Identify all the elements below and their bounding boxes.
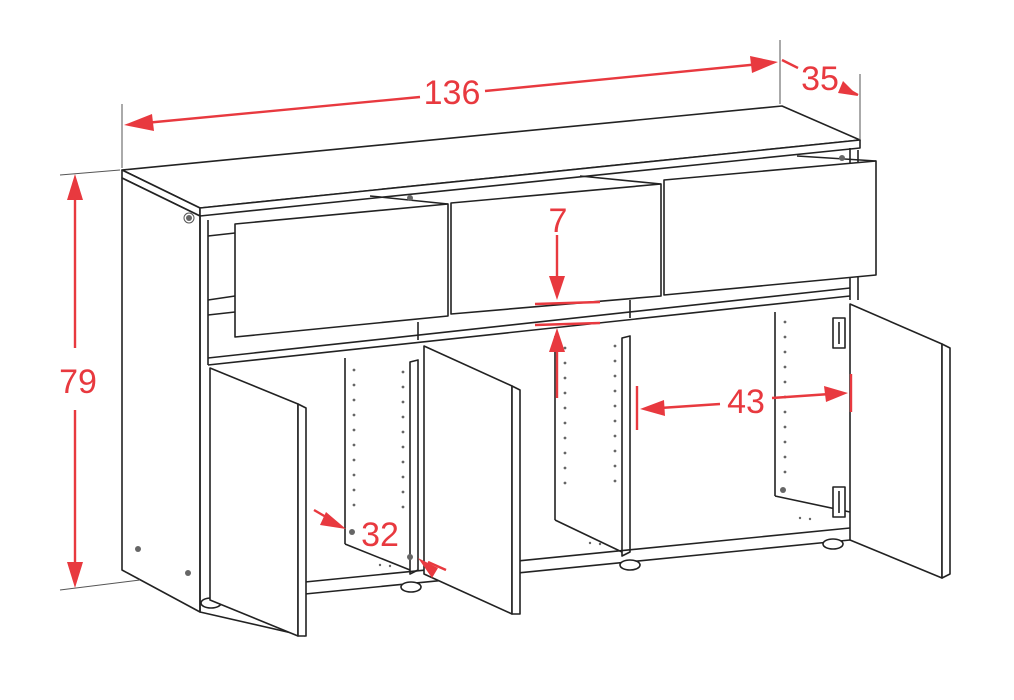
foot-mid-left xyxy=(400,581,422,593)
shelf-pin-holes xyxy=(349,320,812,568)
drawer-right xyxy=(663,160,877,296)
dimension-labels: 136 35 79 7 32 43 xyxy=(59,60,839,554)
width-label: 136 xyxy=(424,74,481,112)
door-left-edge xyxy=(297,403,307,637)
door-left xyxy=(209,367,299,637)
inner-width-label: 43 xyxy=(727,383,765,421)
divider-2 xyxy=(621,335,631,557)
door-thickness-label: 32 xyxy=(361,516,399,554)
depth-label: 35 xyxy=(801,60,839,98)
drawer-left xyxy=(234,203,449,338)
door-middle-edge xyxy=(511,385,521,615)
doors xyxy=(209,303,951,637)
left-side-panel xyxy=(121,177,201,613)
height-label: 79 xyxy=(59,363,97,401)
door-right xyxy=(849,303,943,579)
door-right-edge xyxy=(941,343,951,579)
divider-1 xyxy=(409,359,419,575)
door-middle xyxy=(423,345,513,615)
cabinet-body xyxy=(121,105,861,637)
foot-right xyxy=(822,538,844,550)
foot-mid-right xyxy=(619,559,641,571)
top-panel-side-edge xyxy=(199,139,861,217)
drawer-gap-label: 7 xyxy=(549,202,568,240)
dimension-lines xyxy=(59,40,861,591)
